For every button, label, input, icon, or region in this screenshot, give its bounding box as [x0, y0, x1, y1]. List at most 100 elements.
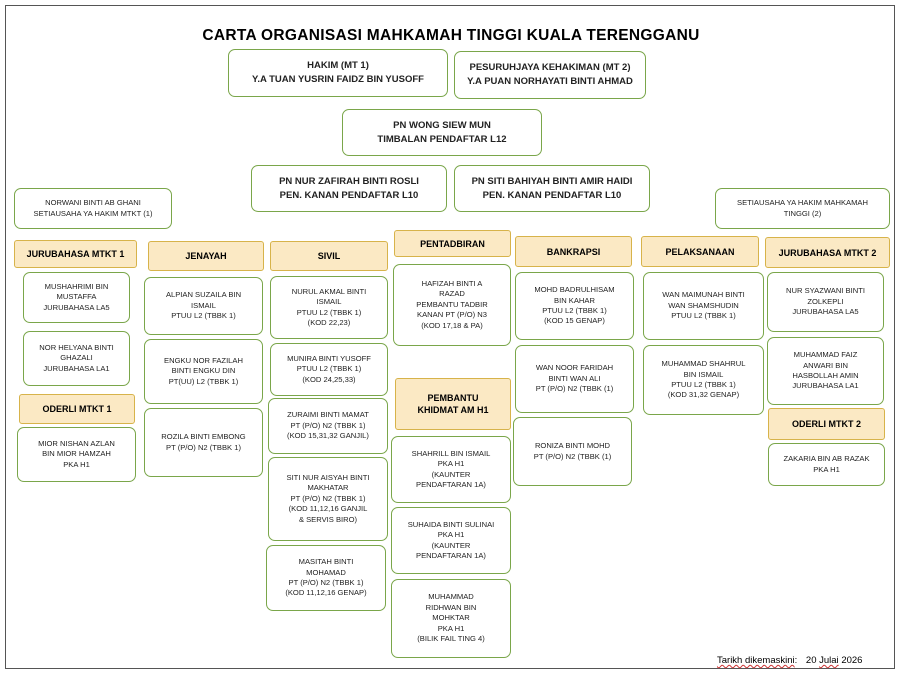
- header-pentadbiran: PENTADBIRAN: [394, 230, 511, 257]
- kanan1-title: PEN. KANAN PENDAFTAR L10: [279, 189, 419, 201]
- staff-line: JURUBAHASA LA5: [43, 302, 110, 312]
- hakim-name: Y.A TUAN YUSRIN FAIDZ BIN YUSOFF: [252, 74, 424, 85]
- staff-line: BIN ISMAIL: [683, 369, 724, 379]
- staff-line: ROZILA BINTI EMBONG: [161, 432, 246, 442]
- last-updated-colon: :: [794, 655, 798, 666]
- staff-line: (KOD 15 GENAP): [544, 316, 605, 326]
- staff-line: PKA H1: [437, 530, 465, 540]
- staff-line: RAZAD: [439, 289, 465, 299]
- staff-line: MAKHATAR: [307, 483, 349, 493]
- last-updated: Tarikh dikemaskini: 20 Julai 2026: [717, 655, 862, 666]
- staff-line: SITI NUR AISYAH BINTI: [286, 472, 370, 482]
- staff-line: BIN MIOR HAMZAH: [42, 449, 111, 459]
- timbalan-title: TIMBALAN PENDAFTAR L12: [377, 133, 507, 145]
- staff-line: PKA H1: [63, 459, 90, 469]
- staff-line: ISMAIL: [191, 300, 216, 310]
- header-bankrapsi: BANKRAPSI: [515, 236, 632, 267]
- staff-line: RONIZA BINTI MOHD: [534, 441, 611, 451]
- staff-line: BINTI WAN ALI: [548, 373, 601, 383]
- page-frame: [5, 5, 895, 669]
- staff-line: GHAZALI: [60, 353, 93, 363]
- staff-line: (BILIK FAIL TING 4): [417, 634, 485, 644]
- hakim-box: HAKIM (MT 1) Y.A TUAN YUSRIN FAIDZ BIN Y…: [228, 49, 448, 97]
- pembantu-line-1: PEMBANTU: [427, 393, 479, 403]
- staff-line: PT (P/O) N2 (TBBK 1): [290, 420, 366, 430]
- staff-line: PTUU L2 (TBBK 1): [671, 311, 736, 321]
- staff-line: PTUU L2 (TBBK 1): [296, 307, 362, 317]
- staff-line: BINTI ENGKU DIN: [171, 366, 236, 376]
- hakim-title: HAKIM (MT 1): [307, 60, 369, 71]
- header-pembantu-khidmat-am: PEMBANTU KHIDMAT AM H1: [395, 378, 511, 430]
- staff-line: WAN NOOR FARIDAH: [535, 363, 614, 373]
- staff-line: NOR HELYANA BINTI: [39, 342, 114, 352]
- staff-line: NUR SYAZWANI BINTI: [786, 286, 865, 296]
- last-updated-label: Tarikh dikemaskini: [717, 655, 795, 666]
- last-updated-month: Julai: [819, 655, 839, 666]
- header-jurubahasa-mtkt-2: JURUBAHASA MTKT 2: [765, 237, 890, 268]
- setiausaha-2-title-cont: TINGGI (2): [783, 208, 822, 218]
- staff-line: SHAHRILL BIN ISMAIL: [411, 448, 491, 458]
- staff-line: (KAUNTER: [431, 469, 471, 479]
- staff-line: PENDAFTARAN 1A): [416, 479, 486, 489]
- staff-line: ZOLKEPLI: [807, 296, 844, 306]
- staff-line: PT (P/O) N2 (TBBK (1): [533, 451, 612, 461]
- setiausaha-1-name: NORWANI BINTI AB GHANI: [45, 198, 141, 208]
- staff-line: MUHAMMAD: [428, 592, 474, 602]
- staff-line: ALPIAN SUZAILA BIN: [165, 290, 242, 300]
- setiausaha-1-box: NORWANI BINTI AB GHANI SETIAUSAHA YA HAK…: [14, 188, 172, 229]
- staff-line: (KOD 15,31,32 GANJIL): [287, 431, 369, 441]
- staff-line: PENDAFTARAN 1A): [416, 550, 486, 560]
- kanan-pendaftar-2-box: PN SITI BAHIYAH BINTI AMIR HAIDI PEN. KA…: [454, 165, 650, 212]
- staff-line: MUSTAFFA: [56, 292, 97, 302]
- header-sivil: SIVIL: [270, 241, 388, 271]
- staff-line: NURUL AKMAL BINTI: [291, 286, 367, 296]
- staff-line: (KAUNTER: [431, 540, 471, 550]
- header-jurubahasa-mtkt-1: JURUBAHASA MTKT 1: [14, 240, 137, 268]
- setiausaha-2-box: SETIAUSAHA YA HAKIM MAHKAMAH TINGGI (2): [715, 188, 890, 229]
- setiausaha-2-title: SETIAUSAHA YA HAKIM MAHKAMAH: [737, 198, 868, 208]
- header-pelaksanaan: PELAKSANAAN: [641, 236, 759, 267]
- pesuruhjaya-box: PESURUHJAYA KEHAKIMAN (MT 2) Y.A PUAN NO…: [454, 51, 646, 99]
- staff-line: (KOD 31,32 GENAP): [667, 390, 740, 400]
- staff-line: PT (P/O) N2 (TBBK 1): [166, 442, 241, 452]
- staff-line: PTUU L2 (TBBK 1): [171, 311, 236, 321]
- staff-line: SUHAIDA BINTI SULINAI: [407, 519, 495, 529]
- staff-line: PKA H1: [437, 623, 465, 633]
- staff-line: MOHD BADRULHISAM: [534, 285, 615, 295]
- pesuruhjaya-title: PESURUHJAYA KEHAKIMAN (MT 2): [469, 62, 631, 73]
- timbalan-name: PN WONG SIEW MUN: [393, 119, 491, 131]
- staff-line: JURUBAHASA LA1: [43, 363, 110, 373]
- kanan1-name: PN NUR ZAFIRAH BINTI ROSLI: [279, 175, 419, 187]
- kanan-pendaftar-1-box: PN NUR ZAFIRAH BINTI ROSLI PEN. KANAN PE…: [251, 165, 447, 212]
- staff-line: MOHAMAD: [306, 567, 346, 577]
- staff-line: MIOR NISHAN AZLAN: [38, 438, 115, 448]
- setiausaha-1-title: SETIAUSAHA YA HAKIM MTKT (1): [33, 208, 153, 218]
- staff-line: HAFIZAH BINTI A: [421, 278, 483, 288]
- staff-line: ZAKARIA BIN AB RAZAK: [783, 454, 870, 464]
- staff-line: PT (P/O) N2 (TBBK 1): [290, 493, 366, 503]
- staff-line: (KOD 11,12,16 GENAP): [285, 588, 367, 598]
- kanan2-name: PN SITI BAHIYAH BINTI AMIR HAIDI: [471, 175, 633, 187]
- staff-line: (KOD 17,18 & PA): [421, 320, 483, 330]
- staff-line: JURUBAHASA LA5: [792, 307, 859, 317]
- staff-line: PT (P/O) N2 (TBBK (1): [535, 384, 614, 394]
- last-updated-day: 20: [805, 655, 817, 666]
